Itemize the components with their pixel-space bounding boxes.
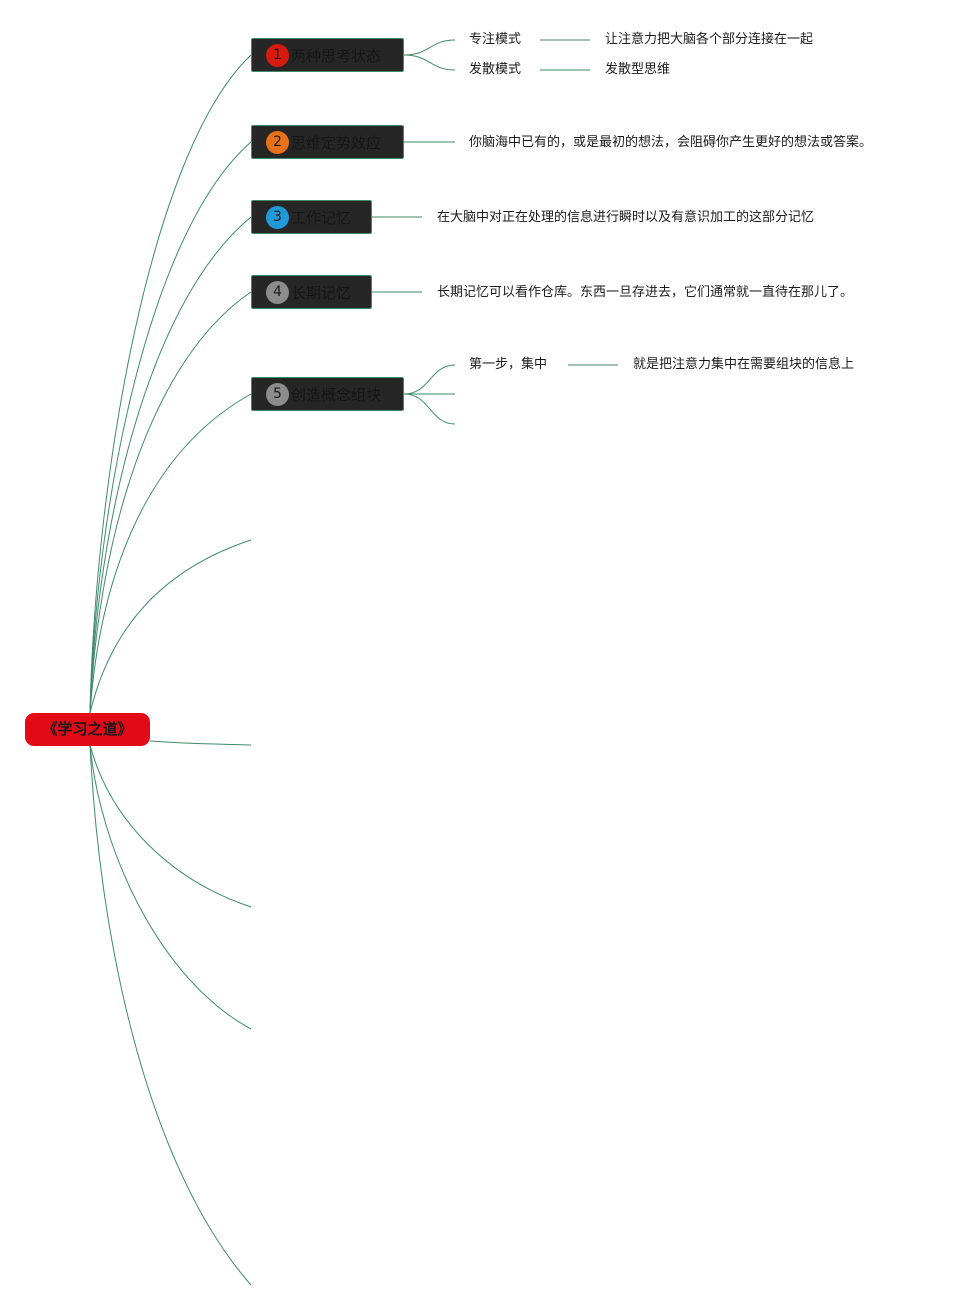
topic-title: 工作记忆: [291, 208, 352, 227]
topic-title: 创造概念组块: [291, 385, 382, 404]
subtopic-label[interactable]: 发散模式: [469, 62, 522, 77]
number-badge: 1: [266, 43, 289, 67]
number-badge: 2: [266, 130, 289, 154]
topic-title: 两种思考状态: [291, 46, 382, 65]
root-connector: [89, 744, 252, 908]
topic-5-connector: [403, 393, 456, 425]
detail-label[interactable]: 让注意力把大脑各个部分连接在一起: [605, 32, 814, 47]
detail-label[interactable]: 发散型思维: [605, 62, 671, 77]
subtopic-label[interactable]: 长期记忆可以看作仓库。东西一旦存进去，它们通常就一直待在那儿了。: [437, 285, 854, 300]
number-badge: 3: [266, 205, 289, 229]
topic-node-2[interactable]: 2 思维定势效应: [251, 125, 404, 159]
topic-node-1[interactable]: 1 两种思考状态: [251, 38, 404, 72]
root-connector: [89, 54, 252, 714]
topic-title: 长期记忆: [291, 283, 352, 302]
root-connector: [89, 141, 252, 714]
topic-1-connector: [403, 54, 456, 71]
root-connector: [89, 291, 252, 714]
root-connector: [89, 393, 252, 714]
root-connector: [89, 744, 252, 1030]
subtopic-label[interactable]: 第一步，集中: [469, 357, 548, 372]
subtopic-label[interactable]: 专注模式: [469, 32, 522, 47]
subtopic-label[interactable]: 在大脑中对正在处理的信息进行瞬时以及有意识加工的这部分记忆: [437, 210, 815, 225]
root-node[interactable]: 《学习之道》: [25, 713, 150, 746]
root-connector: [149, 740, 252, 746]
number-badge: 4: [266, 280, 289, 304]
number-badge: 5: [266, 382, 289, 406]
topic-5-connector: [403, 364, 456, 395]
detail-label[interactable]: 就是把注意力集中在需要组块的信息上: [633, 357, 855, 372]
root-connector: [89, 539, 252, 714]
topic-node-5[interactable]: 5 创造概念组块: [251, 377, 404, 411]
topic-node-4[interactable]: 4 长期记忆: [251, 275, 372, 309]
topic-title: 思维定势效应: [291, 133, 382, 152]
root-connector: [89, 744, 252, 1286]
topic-node-3[interactable]: 3 工作记忆: [251, 200, 372, 234]
subtopic-label[interactable]: 你脑海中已有的，或是最初的想法，会阻碍你产生更好的想法或答案。: [469, 135, 873, 150]
topic-1-connector: [403, 39, 456, 56]
root-connector: [89, 216, 252, 714]
